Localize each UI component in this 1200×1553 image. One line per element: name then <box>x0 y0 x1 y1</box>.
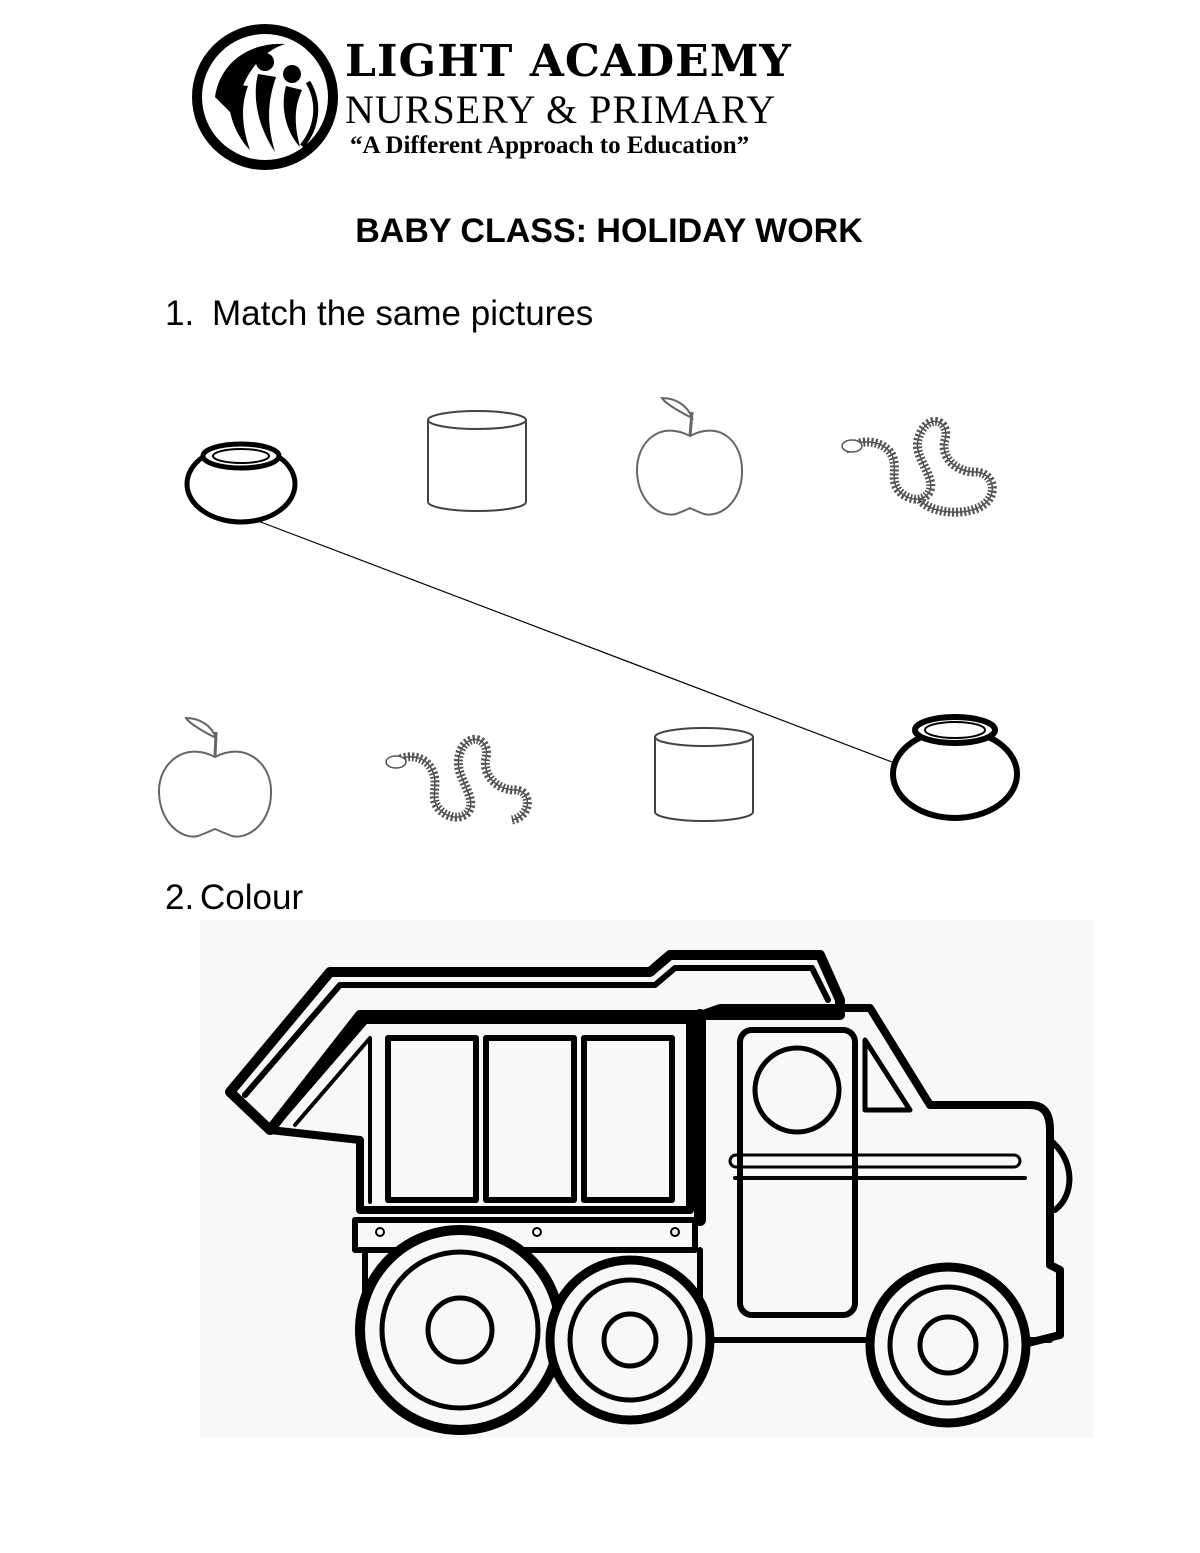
pot-icon[interactable] <box>890 714 1020 821</box>
apple-icon[interactable] <box>157 716 273 838</box>
example-match-line <box>257 520 893 763</box>
question-1-number: 1. <box>165 294 195 333</box>
pot-icon[interactable] <box>184 441 298 525</box>
question-2-text: Colour <box>200 878 304 917</box>
snake-icon[interactable] <box>385 734 532 825</box>
question-1-text: Match the same pictures <box>212 294 594 333</box>
question-2-number: 2. <box>165 878 195 917</box>
apple-icon[interactable] <box>635 396 744 516</box>
snake-icon[interactable] <box>841 416 997 517</box>
dump-truck-icon[interactable] <box>200 920 1093 1438</box>
school-name: LIGHT ACADEMY <box>345 36 792 87</box>
school-motto: “A Different Approach to Education” <box>350 132 750 159</box>
matching-exercise <box>157 396 1020 838</box>
cylinder-icon[interactable] <box>427 410 527 512</box>
school-logo-icon <box>192 24 338 170</box>
cylinder-icon[interactable] <box>654 727 754 822</box>
page-title: BABY CLASS: HOLIDAY WORK <box>355 212 863 250</box>
school-subtitle: NURSERY & PRIMARY <box>345 87 777 132</box>
